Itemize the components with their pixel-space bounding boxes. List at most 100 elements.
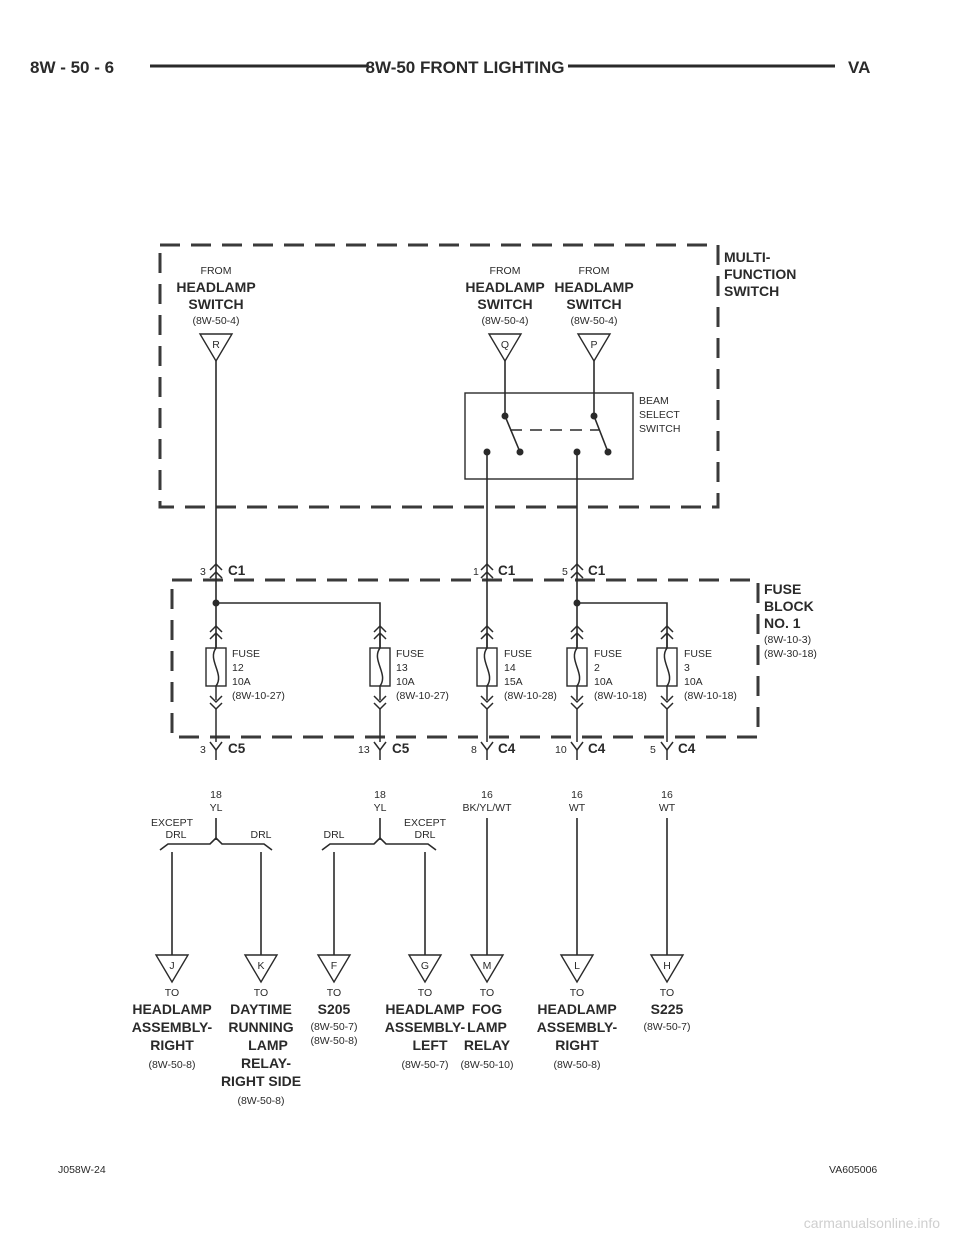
mfs-label-2: FUNCTION [724, 266, 796, 282]
output-connector-symbol [570, 741, 584, 752]
fuse-line: 10A [232, 676, 251, 688]
mfs-label-3: SWITCH [724, 283, 779, 299]
fuse-cavity-symbol [480, 624, 494, 633]
model-code: VA [848, 58, 870, 77]
output-connector-symbol [660, 741, 674, 752]
dest-name: HEADLAMP [132, 1001, 211, 1017]
fuse-symbols [205, 633, 678, 760]
fuse-line: 14 [504, 662, 516, 674]
destinations: J TO HEADLAMP ASSEMBLY- RIGHT (8W-50-8) … [132, 954, 691, 1107]
dest-headlamp-assembly-right-j: J TO HEADLAMP ASSEMBLY- RIGHT (8W-50-8) [132, 954, 213, 1071]
dest-headlamp-assembly-left-g: G TO HEADLAMP ASSEMBLY- LEFT (8W-50-7) [385, 954, 466, 1071]
fuse-cavity-symbol [660, 702, 674, 711]
dest-name: LAMP [248, 1037, 288, 1053]
c1-connector-symbol [480, 562, 494, 571]
dest-name: LAMP [467, 1019, 507, 1035]
page-footer: J058W-24 VA605006 carmanualsonline.info [58, 1164, 940, 1231]
dest-name: S225 [651, 1001, 684, 1017]
wire-color: YL [210, 802, 223, 814]
source-headlamp-switch-p: FROM HEADLAMP SWITCH (8W-50-4) P [554, 265, 634, 363]
source-headlamp-switch-r: FROM HEADLAMP SWITCH (8W-50-4) R [176, 265, 256, 363]
fuse-cavity-symbol [660, 631, 674, 640]
source-name-2: SWITCH [188, 296, 243, 312]
switch-contact [604, 448, 612, 456]
source-ref: (8W-50-4) [570, 315, 617, 327]
dest-to: TO [327, 987, 341, 999]
c1-connector-symbol [209, 570, 223, 579]
out-connector-name: C4 [588, 741, 606, 756]
dest-pin: G [421, 960, 429, 972]
fuse-block-ref-1: (8W-10-3) [764, 634, 811, 646]
wire-gauge: 18 [374, 789, 386, 801]
fuse-element [663, 647, 671, 687]
c1-connector-symbol [209, 562, 223, 571]
fuse-block-label-2: BLOCK [764, 598, 814, 614]
pin-letter: Q [501, 339, 509, 351]
fuse-line: 3 [684, 662, 690, 674]
fuse-12-label: FUSE 12 10A (8W-10-27) [232, 648, 285, 702]
dest-name: ASSEMBLY- [537, 1019, 618, 1035]
except-drl-label: DRL [165, 829, 186, 841]
fuse-cavity-symbol [209, 624, 223, 633]
dest-name: ASSEMBLY- [385, 1019, 466, 1035]
c1-connector-symbol [570, 570, 584, 579]
c1-connector-name: C1 [498, 563, 516, 578]
fuse-block-label-3: NO. 1 [764, 615, 801, 631]
out-pin-number: 8 [471, 744, 477, 756]
dest-name: RELAY- [241, 1055, 291, 1071]
page-number: 8W - 50 - 6 [30, 58, 114, 77]
out-pin-number: 5 [650, 744, 656, 756]
switch-blade [504, 415, 521, 453]
c1-pin-number: 3 [200, 566, 206, 578]
dest-pin: J [169, 960, 174, 972]
fuse-2-label: FUSE 2 10A (8W-10-18) [594, 648, 647, 702]
fuse-element [573, 647, 581, 687]
fuse-cavity-symbol [480, 695, 494, 704]
section-title: 8W-50 FRONT LIGHTING [366, 58, 565, 77]
wire-gauge: 16 [481, 789, 493, 801]
dest-to: TO [480, 987, 494, 999]
page-header: 8W - 50 - 6 8W-50 FRONT LIGHTING VA [30, 58, 870, 77]
switch-blade [593, 415, 609, 453]
fuse-cavity-symbol [570, 624, 584, 633]
fuse-line: FUSE [504, 648, 532, 660]
fuse-line: 10A [684, 676, 703, 688]
except-drl-label: EXCEPT [404, 817, 447, 829]
fuse-cavity-symbol [209, 702, 223, 711]
pin-letter: P [590, 339, 597, 351]
output-connector-symbol [480, 741, 494, 752]
dest-ref: (8W-50-8) [148, 1059, 195, 1071]
source-name-1: HEADLAMP [554, 279, 633, 295]
source-headlamp-switch-q: FROM HEADLAMP SWITCH (8W-50-4) Q [465, 265, 545, 363]
fuse-line: FUSE [594, 648, 622, 660]
fuse-cavity-symbol [570, 702, 584, 711]
lower-wiring [159, 818, 668, 955]
out-pin-number: 13 [358, 744, 370, 756]
dest-daytime-running-lamp-relay-k: K TO DAYTIME RUNNING LAMP RELAY- RIGHT S… [221, 954, 301, 1107]
out-connector-name: C5 [228, 741, 246, 756]
source-name-1: HEADLAMP [176, 279, 255, 295]
dest-pin: M [483, 960, 492, 972]
wire-gauge: 16 [571, 789, 583, 801]
beam-select-label-2: SELECT [639, 409, 680, 421]
dest-name: ASSEMBLY- [132, 1019, 213, 1035]
source-ref: (8W-50-4) [481, 315, 528, 327]
c1-connector-labels: 3 C1 1 C1 5 C1 [200, 563, 606, 578]
c1-connector-name: C1 [228, 563, 246, 578]
fuse-cavity-symbol [570, 695, 584, 704]
footer-right-code: VA605006 [829, 1164, 877, 1176]
fuse-cavity-symbol [373, 631, 387, 640]
wire-color: WT [659, 802, 676, 814]
fuse-line: (8W-10-28) [504, 690, 557, 702]
fuse-line: 12 [232, 662, 244, 674]
out-connector-name: C5 [392, 741, 410, 756]
wire-gauge: 18 [210, 789, 222, 801]
beam-select-switch: BEAM SELECT SWITCH [464, 361, 680, 480]
dest-ref: (8W-50-7) [310, 1021, 357, 1033]
fuse-line: (8W-10-18) [594, 690, 647, 702]
wire-color: WT [569, 802, 586, 814]
dest-name: RIGHT SIDE [221, 1073, 301, 1089]
footer-left-code: J058W-24 [58, 1164, 106, 1176]
fuse-cavity-symbol [660, 624, 674, 633]
dest-ref: (8W-50-8) [237, 1095, 284, 1107]
